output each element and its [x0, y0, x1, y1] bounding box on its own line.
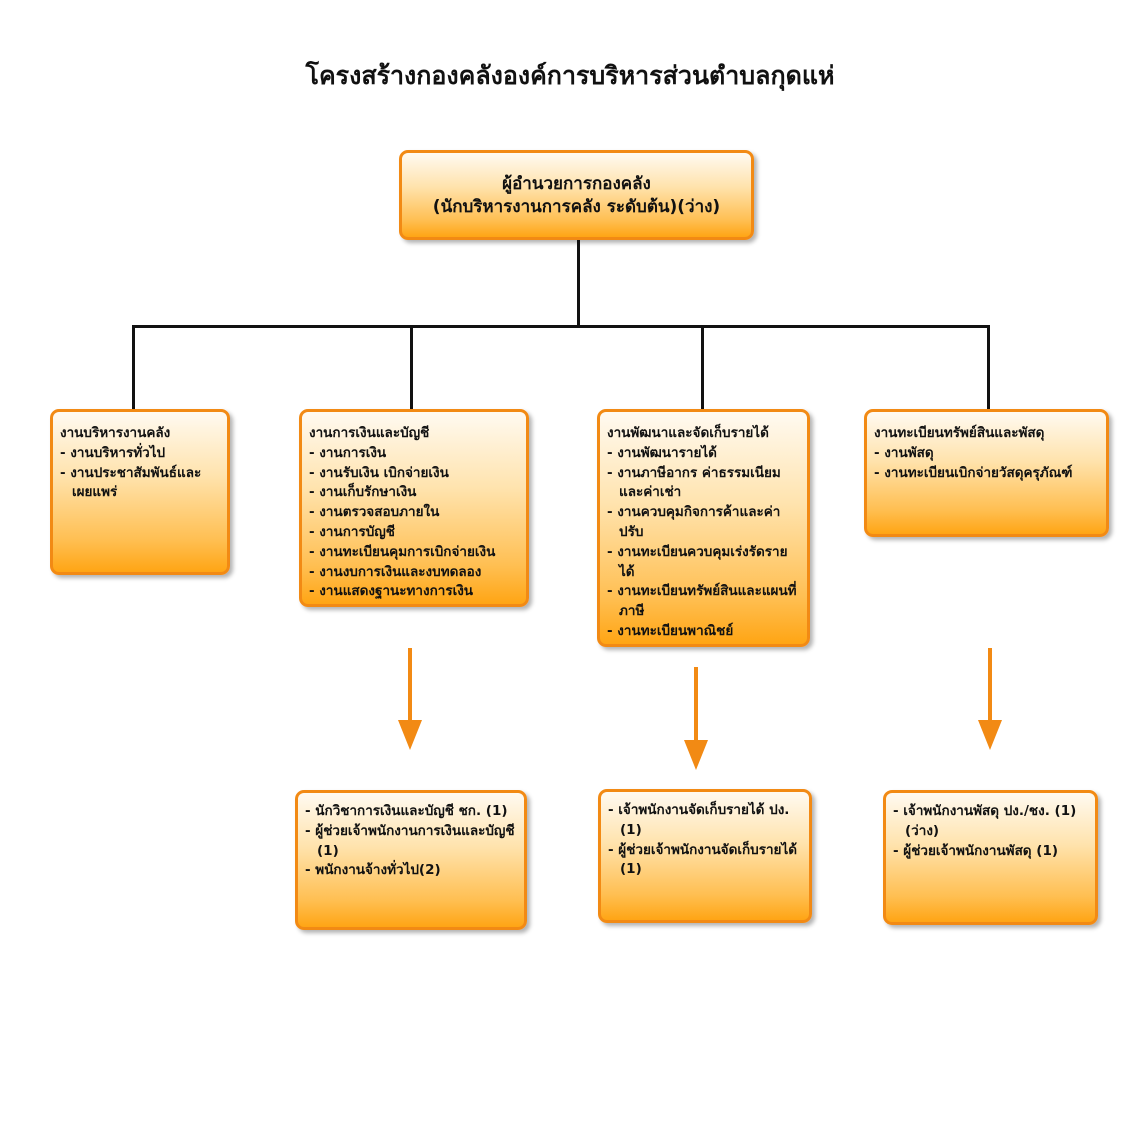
dept-heading: งานบริหารงานคลัง	[60, 425, 171, 441]
arrow-supplies	[978, 648, 1002, 750]
dept-item-list: - งานพัฒนารายได้ - งานภาษีอากร ค่าธรรมเน…	[607, 444, 801, 642]
dept-item: - งานการเงิน	[309, 444, 387, 461]
dept-item: - งานภาษีอากร ค่าธรรมเนียมและค่าเช่า	[607, 464, 781, 501]
staff-item-list: - นักวิชาการเงินและบัญชี ชก. (1) - ผู้ช่…	[305, 802, 518, 881]
dept-item: - งานการบัญชี	[309, 523, 395, 540]
dept-heading: งานการเงินและบัญชี	[309, 425, 430, 441]
dept-heading: งานพัฒนาและจัดเก็บรายได้	[607, 425, 769, 441]
dept-item: - งานพัสดุ	[874, 444, 934, 461]
connector-trunk	[577, 240, 580, 328]
connector-drop-1	[132, 325, 135, 409]
dept-item: - งานบริหารทั่วไป	[60, 444, 166, 461]
staff-box-supplies: - เจ้าพนักงานพัสดุ ปง./ชง. (1) (ว่าง) - …	[883, 790, 1098, 925]
chart-title: โครงสร้างกองคลังองค์การบริหารส่วนตำบลกุด…	[305, 61, 835, 90]
dept-item: - งานทะเบียนทรัพย์สินและแผนที่ภาษี	[607, 583, 797, 620]
staff-item: - นักวิชาการเงินและบัญชี ชก. (1)	[305, 803, 508, 819]
dept-box-revenue: งานพัฒนาและจัดเก็บรายได้ - งานพัฒนารายได…	[597, 409, 810, 647]
staff-item: - ผู้ช่วยเจ้าพนักงานจัดเก็บรายได้ (1)	[608, 841, 798, 878]
director-subtitle: (นักบริหารงานการคลัง ระดับต้น)(ว่าง)	[432, 197, 721, 217]
dept-item: - งานประชาสัมพันธ์และเผยแพร่	[60, 464, 202, 501]
dept-item-list: - งานบริหารทั่วไป - งานประชาสัมพันธ์และเ…	[60, 444, 221, 503]
connector-drop-4	[987, 325, 990, 409]
connector-drop-3	[701, 325, 704, 409]
arrow-finance	[398, 648, 422, 750]
staff-item: - เจ้าพนักงานพัสดุ ปง./ชง. (1) (ว่าง)	[893, 803, 1077, 839]
staff-item: - พนักงานจ้างทั่วไป(2)	[305, 862, 441, 879]
staff-item: - ผู้ช่วยเจ้าพนักงานพัสดุ (1)	[893, 842, 1059, 859]
staff-item: - เจ้าพนักงานจัดเก็บรายได้ ปง. (1)	[608, 802, 790, 838]
dept-box-finance-accounting: งานการเงินและบัญชี - งานการเงิน - งานรับ…	[299, 409, 529, 607]
staff-item: - ผู้ช่วยเจ้าพนักงานการเงินและบัญชี (1)	[305, 822, 515, 859]
dept-item: - งานทะเบียนเบิกจ่ายวัสดุครุภัณฑ์	[874, 464, 1073, 481]
dept-item: - งานทะเบียนควบคุมเร่งรัดรายได้	[607, 543, 788, 580]
dept-box-assets-supplies: งานทะเบียนทรัพย์สินและพัสดุ - งานพัสดุ -…	[864, 409, 1109, 537]
arrow-revenue	[684, 667, 708, 770]
dept-item: - งานทะเบียนพาณิชย์	[607, 622, 734, 639]
dept-item: - งานควบคุมกิจการค้าและค่าปรับ	[607, 504, 781, 540]
dept-item: - งานตรวจสอบภายใน	[309, 504, 440, 521]
staff-box-finance: - นักวิชาการเงินและบัญชี ชก. (1) - ผู้ช่…	[295, 790, 527, 930]
dept-item: - งานพัฒนารายได้	[607, 444, 717, 461]
dept-item-list: - งานการเงิน - งานรับเงิน เบิกจ่ายเงิน -…	[309, 444, 520, 602]
dept-heading: งานทะเบียนทรัพย์สินและพัสดุ	[874, 425, 1045, 441]
dept-item: - งานทะเบียนคุมการเบิกจ่ายเงิน	[309, 543, 496, 560]
director-title: ผู้อำนวยการกองคลัง	[502, 174, 651, 194]
dept-item: - งานรับเงิน เบิกจ่ายเงิน	[309, 464, 449, 481]
director-box: ผู้อำนวยการกองคลัง (นักบริหารงานการคลัง …	[399, 150, 754, 240]
dept-box-treasury-admin: งานบริหารงานคลัง - งานบริหารทั่วไป - งาน…	[50, 409, 230, 575]
staff-item-list: - เจ้าพนักงานจัดเก็บรายได้ ปง. (1) - ผู้…	[608, 801, 803, 880]
dept-item: - งานแสดงฐานะทางการเงิน	[309, 583, 474, 600]
dept-item-list: - งานพัสดุ - งานทะเบียนเบิกจ่ายวัสดุครุภ…	[874, 444, 1100, 484]
staff-item-list: - เจ้าพนักงานพัสดุ ปง./ชง. (1) (ว่าง) - …	[893, 802, 1089, 861]
dept-item: - งานเก็บรักษาเงิน	[309, 484, 417, 501]
staff-box-revenue: - เจ้าพนักงานจัดเก็บรายได้ ปง. (1) - ผู้…	[598, 789, 812, 923]
connector-horizontal	[132, 325, 990, 328]
dept-item: - งานงบการเงินและงบทดลอง	[309, 563, 482, 580]
connector-drop-2	[410, 325, 413, 409]
